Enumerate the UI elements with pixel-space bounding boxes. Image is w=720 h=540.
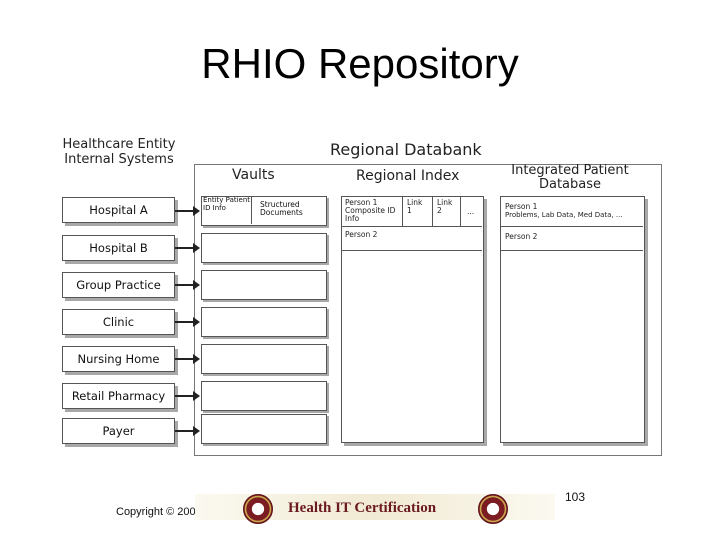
arrow-retail-pharmacy <box>175 391 200 401</box>
vault-a-divider <box>251 196 252 224</box>
index-person1: Person 1 Composite ID Info <box>345 198 396 223</box>
slide-title: RHIO Repository <box>201 40 519 87</box>
vault-retail-pharmacy <box>201 381 327 411</box>
regional-databank-heading: Regional Databank <box>330 140 482 159</box>
internal-systems-heading: Healthcare Entity Internal Systems <box>62 137 176 167</box>
index-col-divider <box>460 196 461 226</box>
vault-clinic <box>201 307 327 337</box>
ipd-person1: Person 1 <box>505 202 538 211</box>
ipd-person1-detail: Problems, Lab Data, Med Data, ... <box>505 211 623 219</box>
index-link1: Link 1 <box>407 198 423 215</box>
ipd-row-divider <box>500 250 643 251</box>
arrow-hospital-b <box>175 243 200 253</box>
vault-group-practice <box>201 270 327 300</box>
entity-hospital-a: Hospital A <box>62 197 175 223</box>
vault-nursing-home <box>201 344 327 374</box>
regional-index-heading: Regional Index <box>356 168 460 184</box>
vault-a-entity-id: Entity Patient ID Info <box>203 196 251 212</box>
ipd-person2: Person 2 <box>505 232 538 241</box>
integrated-patient-database-heading: Integrated Patient Database <box>511 163 629 192</box>
index-col-divider <box>432 196 433 226</box>
index-col-divider <box>402 196 403 226</box>
ipd-row-divider <box>500 226 643 227</box>
vault-a-structured-documents: Structured Documents <box>260 200 303 217</box>
arrow-group-practice <box>175 280 200 290</box>
regional-index-table <box>341 196 484 443</box>
entity-nursing-home: Nursing Home <box>62 346 175 372</box>
seal-right-icon <box>478 494 508 524</box>
entity-clinic: Clinic <box>62 309 175 335</box>
entity-retail-pharmacy: Retail Pharmacy <box>62 383 175 409</box>
vault-hospital-a <box>201 196 327 226</box>
banner-text: Health IT Certification <box>288 500 437 516</box>
arrow-payer <box>175 426 200 436</box>
entity-group-practice: Group Practice <box>62 272 175 298</box>
arrow-hospital-a <box>175 206 200 216</box>
index-row-divider <box>341 226 482 227</box>
entity-hospital-b: Hospital B <box>62 235 175 261</box>
entity-payer: Payer <box>62 418 175 444</box>
index-person2: Person 2 <box>345 230 378 239</box>
index-more: ... <box>467 207 475 216</box>
arrow-clinic <box>175 317 200 327</box>
page-number: 103 <box>565 490 586 504</box>
index-link2: Link 2 <box>437 198 453 215</box>
vaults-heading: Vaults <box>232 167 275 183</box>
vault-hospital-b <box>201 233 327 263</box>
seal-left-icon <box>243 494 273 524</box>
integrated-patient-database-table <box>500 196 645 443</box>
index-row-divider <box>341 250 482 251</box>
arrow-nursing-home <box>175 354 200 364</box>
copyright-text: Copyright © 2005 <box>116 506 202 518</box>
vault-payer <box>201 414 327 444</box>
